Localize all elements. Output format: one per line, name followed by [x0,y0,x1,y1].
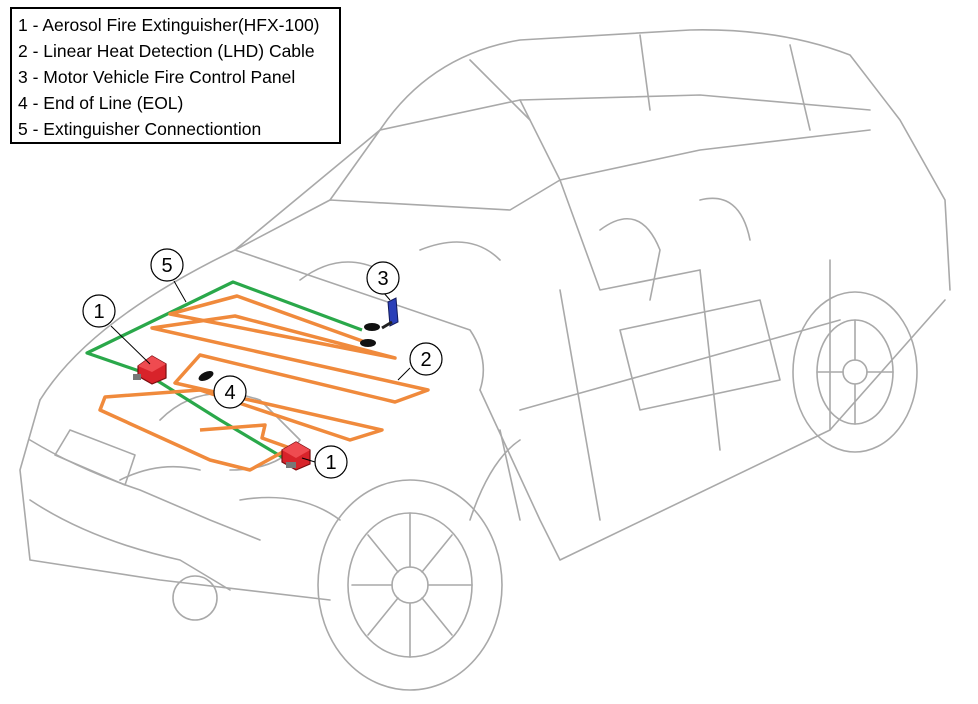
callout-5-label: 5 [161,255,172,277]
callout-1-left-label: 1 [93,301,104,323]
callout-4: 4 [213,375,247,409]
extinguisher-left [133,355,167,385]
car-outline [19,29,951,691]
legend-item-5: 5 - Extinguisher Connectiontion [18,119,262,139]
legend-item-2: 2 - Linear Heat Detection (LHD) Cable [18,41,315,61]
callout-2-label: 2 [420,349,431,371]
end-of-line-marker [198,371,214,381]
extinguisher-right [281,441,311,471]
callout-3: 3 [366,261,400,295]
legend-item-3: 3 - Motor Vehicle Fire Control Panel [18,67,296,87]
callout-2: 2 [409,342,443,376]
callout-3-label: 3 [377,268,388,290]
legend-item-4: 4 - End of Line (EOL) [18,93,184,113]
legend-box: 1 - Aerosol Fire Extinguisher(HFX-100) 2… [10,7,341,144]
callout-4-label: 4 [224,382,235,404]
callout-1-right: 1 [314,445,348,479]
legend-item-1: 1 - Aerosol Fire Extinguisher(HFX-100) [18,15,320,35]
callout-1-left: 1 [82,294,116,328]
extinguisher-connection-wire [85,280,363,459]
callout-1-right-label: 1 [325,452,336,474]
fire-control-panel [360,297,399,347]
callout-5: 5 [150,248,184,282]
callout-leaders [110,280,411,463]
lhd-cable [98,294,430,472]
